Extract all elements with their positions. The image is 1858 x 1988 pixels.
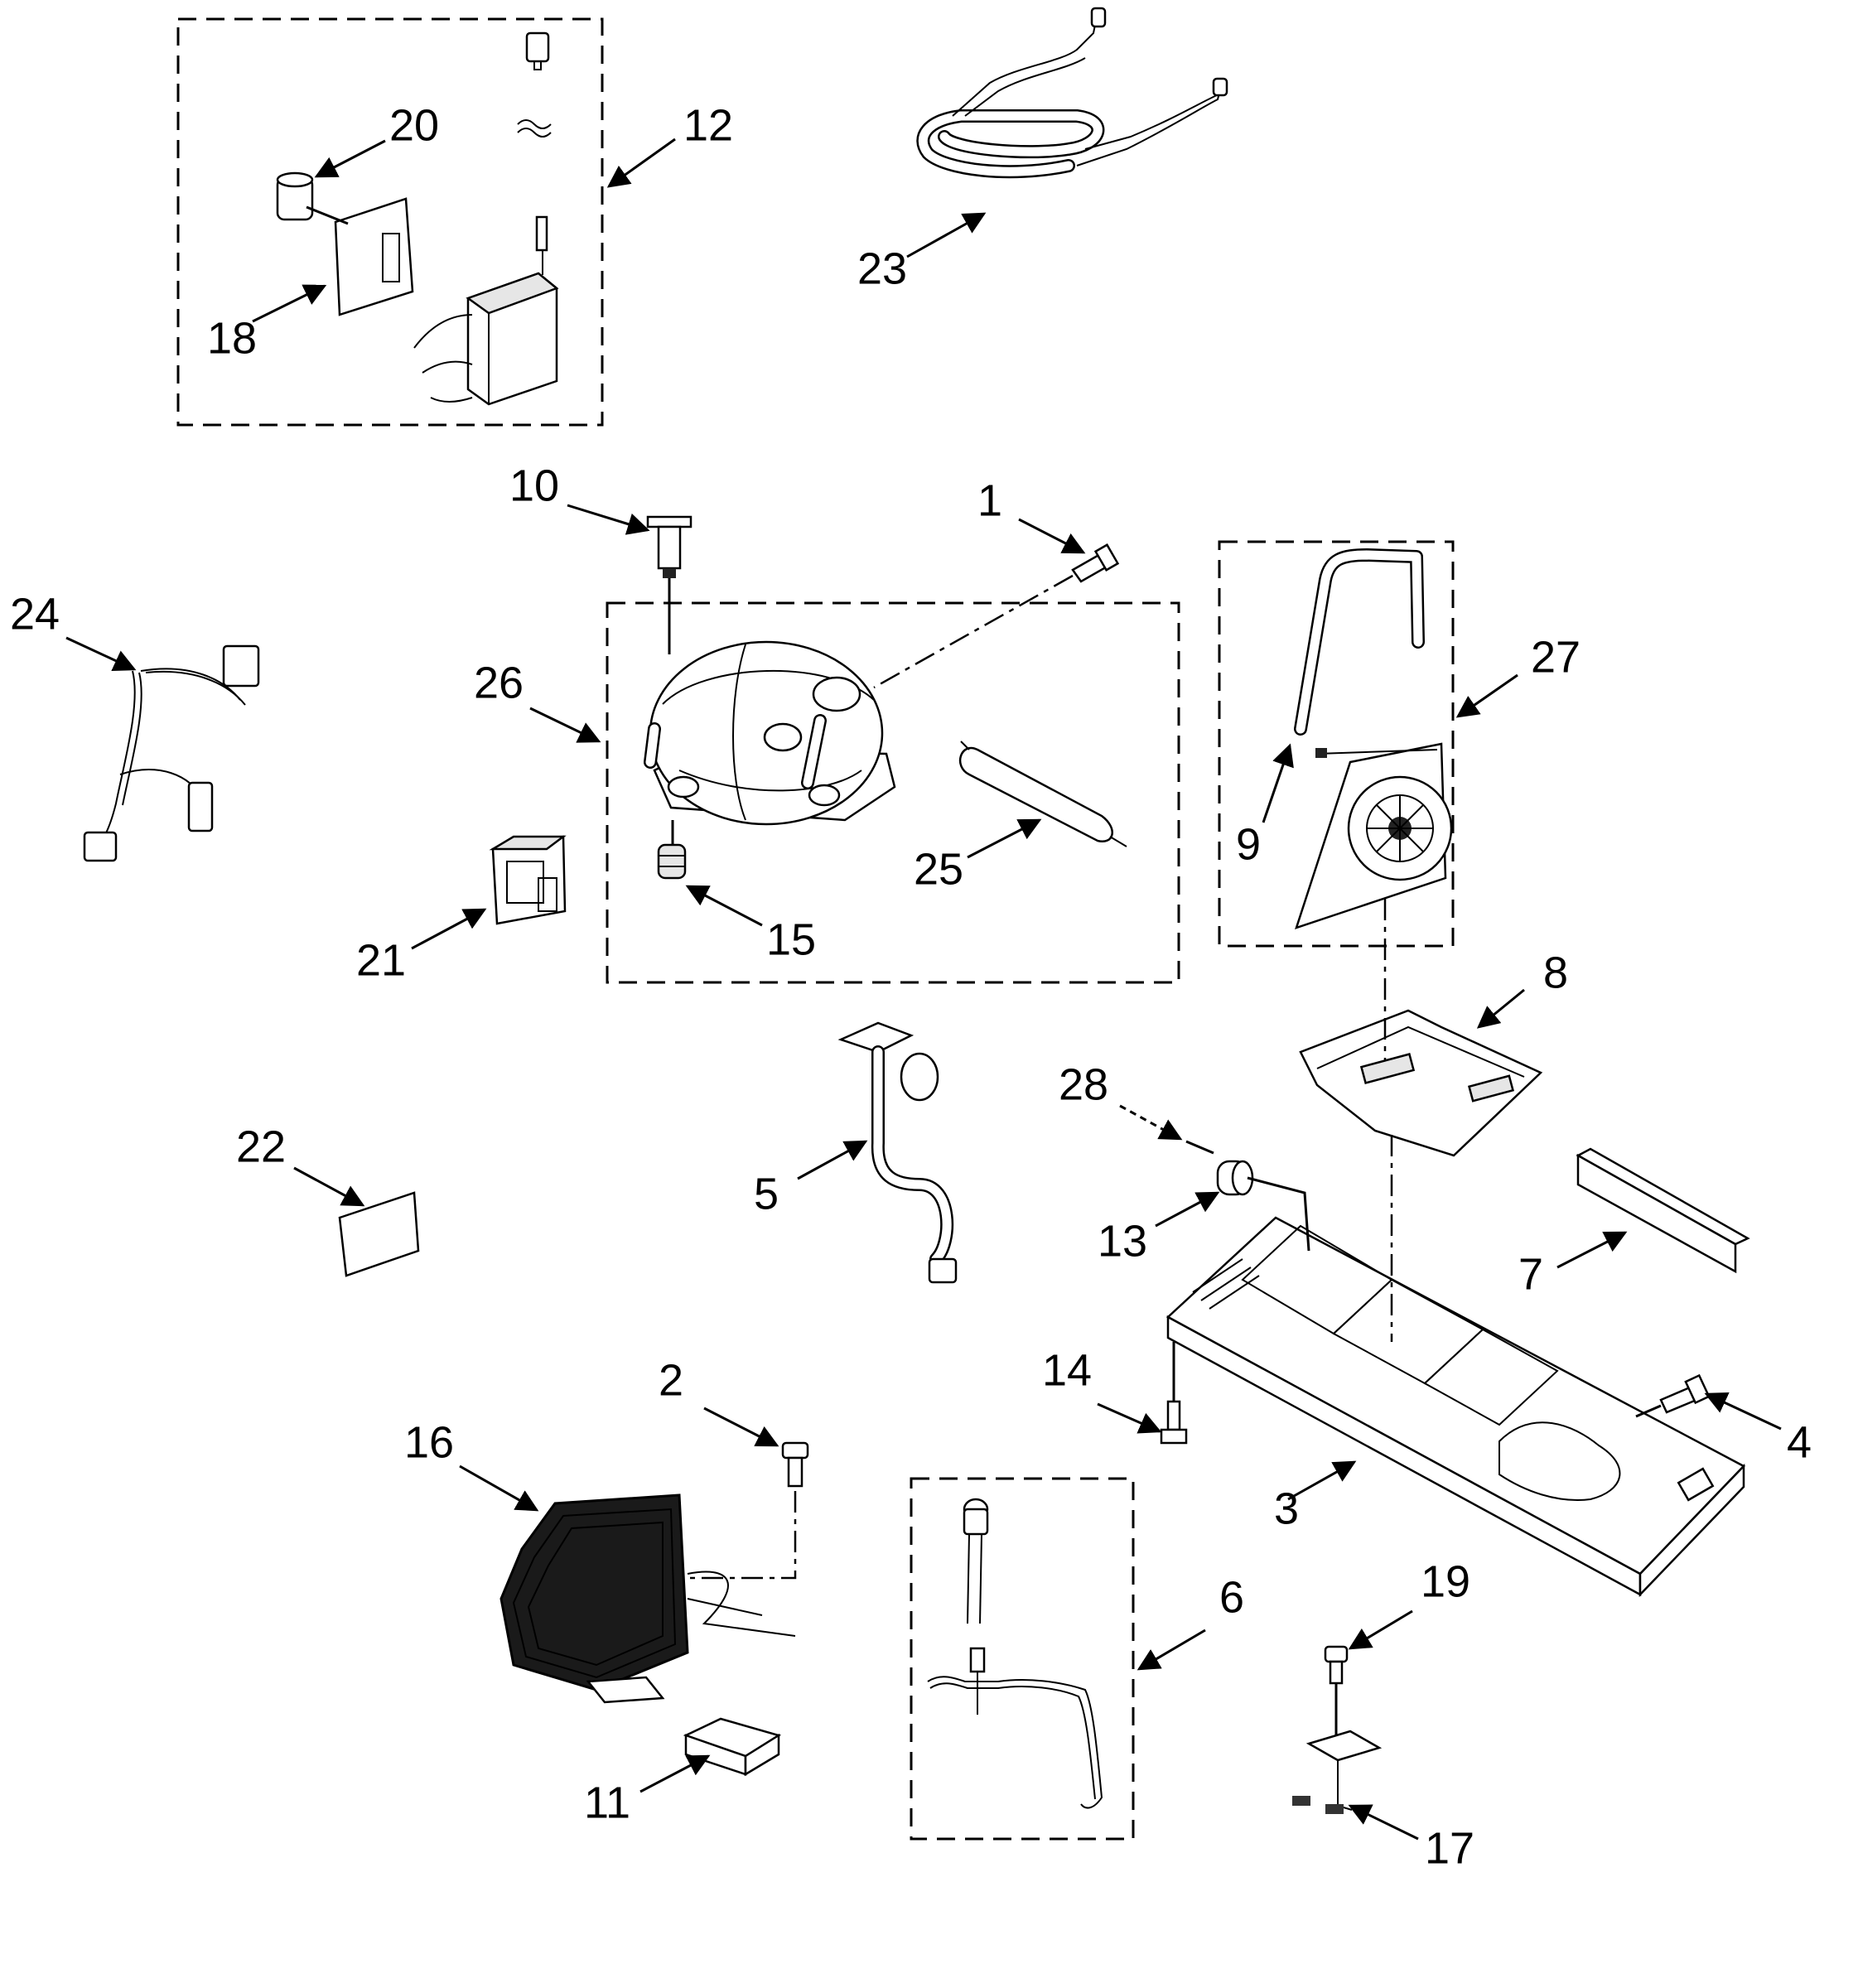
leader-6 — [1137, 1629, 1206, 1671]
callout-24: 24 — [10, 589, 60, 639]
part-2-screw[interactable] — [781, 1441, 809, 1488]
leader-22 — [293, 1166, 365, 1207]
callout-12: 12 — [683, 100, 733, 150]
callout-4: 4 — [1787, 1417, 1812, 1467]
leader-20 — [314, 139, 386, 178]
callout-3: 3 — [1274, 1484, 1299, 1533]
connector-20-18 — [306, 205, 349, 225]
leader-12 — [606, 138, 676, 188]
part-27-fan-assembly[interactable] — [1294, 548, 1453, 929]
callout-8: 8 — [1543, 948, 1568, 997]
leader-9 — [1262, 743, 1294, 823]
part-4-screw[interactable] — [1659, 1373, 1711, 1414]
part-26-compressor[interactable] — [644, 640, 896, 826]
callout-2: 2 — [659, 1355, 683, 1405]
callout-22: 22 — [236, 1122, 286, 1171]
callout-27: 27 — [1531, 632, 1581, 682]
callout-20: 20 — [389, 100, 439, 150]
part-6-valve-assembly[interactable] — [927, 1498, 1103, 1809]
part-5-drain-valve[interactable] — [837, 1021, 958, 1284]
part-17-bracket[interactable] — [1292, 1730, 1383, 1814]
leader-10 — [567, 504, 650, 535]
connector-2-condenser — [688, 1491, 797, 1580]
leader-21 — [411, 908, 487, 950]
part-19-screw[interactable] — [1324, 1645, 1349, 1685]
leader-27 — [1455, 673, 1518, 718]
callout-7: 7 — [1518, 1249, 1543, 1299]
callout-9: 9 — [1236, 819, 1261, 869]
leader-19 — [1348, 1609, 1413, 1650]
part-24-wire-harness[interactable] — [83, 644, 260, 862]
leader-16 — [459, 1464, 539, 1512]
callout-13: 13 — [1098, 1216, 1147, 1266]
leader-14 — [1097, 1402, 1162, 1434]
leader-17 — [1348, 1804, 1419, 1841]
part-10-terminal[interactable] — [646, 515, 693, 578]
part-15-grommet[interactable] — [657, 843, 687, 880]
leader-13 — [1155, 1191, 1220, 1228]
leader-23 — [906, 212, 987, 258]
group-box-6 — [910, 1477, 1135, 1841]
group-box-12 — [176, 17, 604, 427]
part-11-pad[interactable] — [683, 1717, 782, 1777]
callout-5: 5 — [754, 1169, 779, 1218]
leader-24 — [65, 636, 137, 672]
group-box-27 — [1218, 540, 1455, 948]
part-7-foam-strip[interactable] — [1576, 1147, 1750, 1274]
callout-23: 23 — [857, 244, 907, 293]
connector-13-base — [1247, 1176, 1310, 1252]
callout-11: 11 — [584, 1778, 630, 1827]
callout-19: 19 — [1421, 1556, 1470, 1606]
part-18-cover[interactable] — [334, 197, 414, 316]
callout-25: 25 — [914, 844, 963, 894]
part-12-plug[interactable] — [517, 31, 552, 138]
callout-10: 10 — [509, 461, 559, 510]
callout-26: 26 — [474, 658, 524, 707]
part-28-pin[interactable] — [1185, 1140, 1214, 1155]
leader-4 — [1704, 1392, 1782, 1431]
leader-2 — [703, 1407, 779, 1447]
part-23-tubing[interactable] — [916, 7, 1228, 179]
leader-15 — [685, 885, 763, 927]
part-20-capacitor[interactable] — [276, 171, 314, 221]
leader-25 — [967, 818, 1042, 859]
leader-26 — [529, 707, 601, 743]
callout-14: 14 — [1042, 1345, 1092, 1395]
part-22-pad[interactable] — [338, 1191, 420, 1277]
callout-1: 1 — [977, 475, 1002, 525]
part-21-module[interactable] — [489, 835, 567, 925]
leader-3 — [1287, 1460, 1357, 1501]
callout-15: 15 — [766, 914, 816, 964]
part-13-bushing[interactable] — [1216, 1160, 1254, 1196]
callout-6: 6 — [1219, 1572, 1244, 1622]
leader-28 — [1119, 1104, 1183, 1141]
leader-5 — [797, 1140, 868, 1180]
part-3-base-plate[interactable] — [1165, 1216, 1746, 1598]
part-1-bolt[interactable] — [1071, 543, 1120, 583]
callout-16: 16 — [404, 1417, 454, 1467]
group-box-26 — [606, 601, 1180, 984]
leader-1 — [1018, 518, 1086, 554]
part-16-condenser[interactable] — [499, 1493, 796, 1704]
callout-18: 18 — [207, 313, 257, 363]
callout-17: 17 — [1425, 1823, 1474, 1873]
leader-18 — [252, 284, 327, 323]
leader-8 — [1476, 988, 1525, 1029]
leader-7 — [1556, 1231, 1628, 1269]
part-25-drier[interactable] — [959, 741, 1127, 847]
connector-4-base — [1635, 1404, 1662, 1418]
part-12-control-assembly[interactable] — [413, 215, 559, 406]
part-14-screw[interactable] — [1160, 1400, 1188, 1445]
leader-11 — [639, 1754, 711, 1793]
part-8-tray[interactable] — [1299, 1009, 1543, 1157]
connector-1-compressor — [873, 574, 1074, 689]
callout-28: 28 — [1059, 1059, 1108, 1109]
callout-21: 21 — [356, 935, 406, 985]
